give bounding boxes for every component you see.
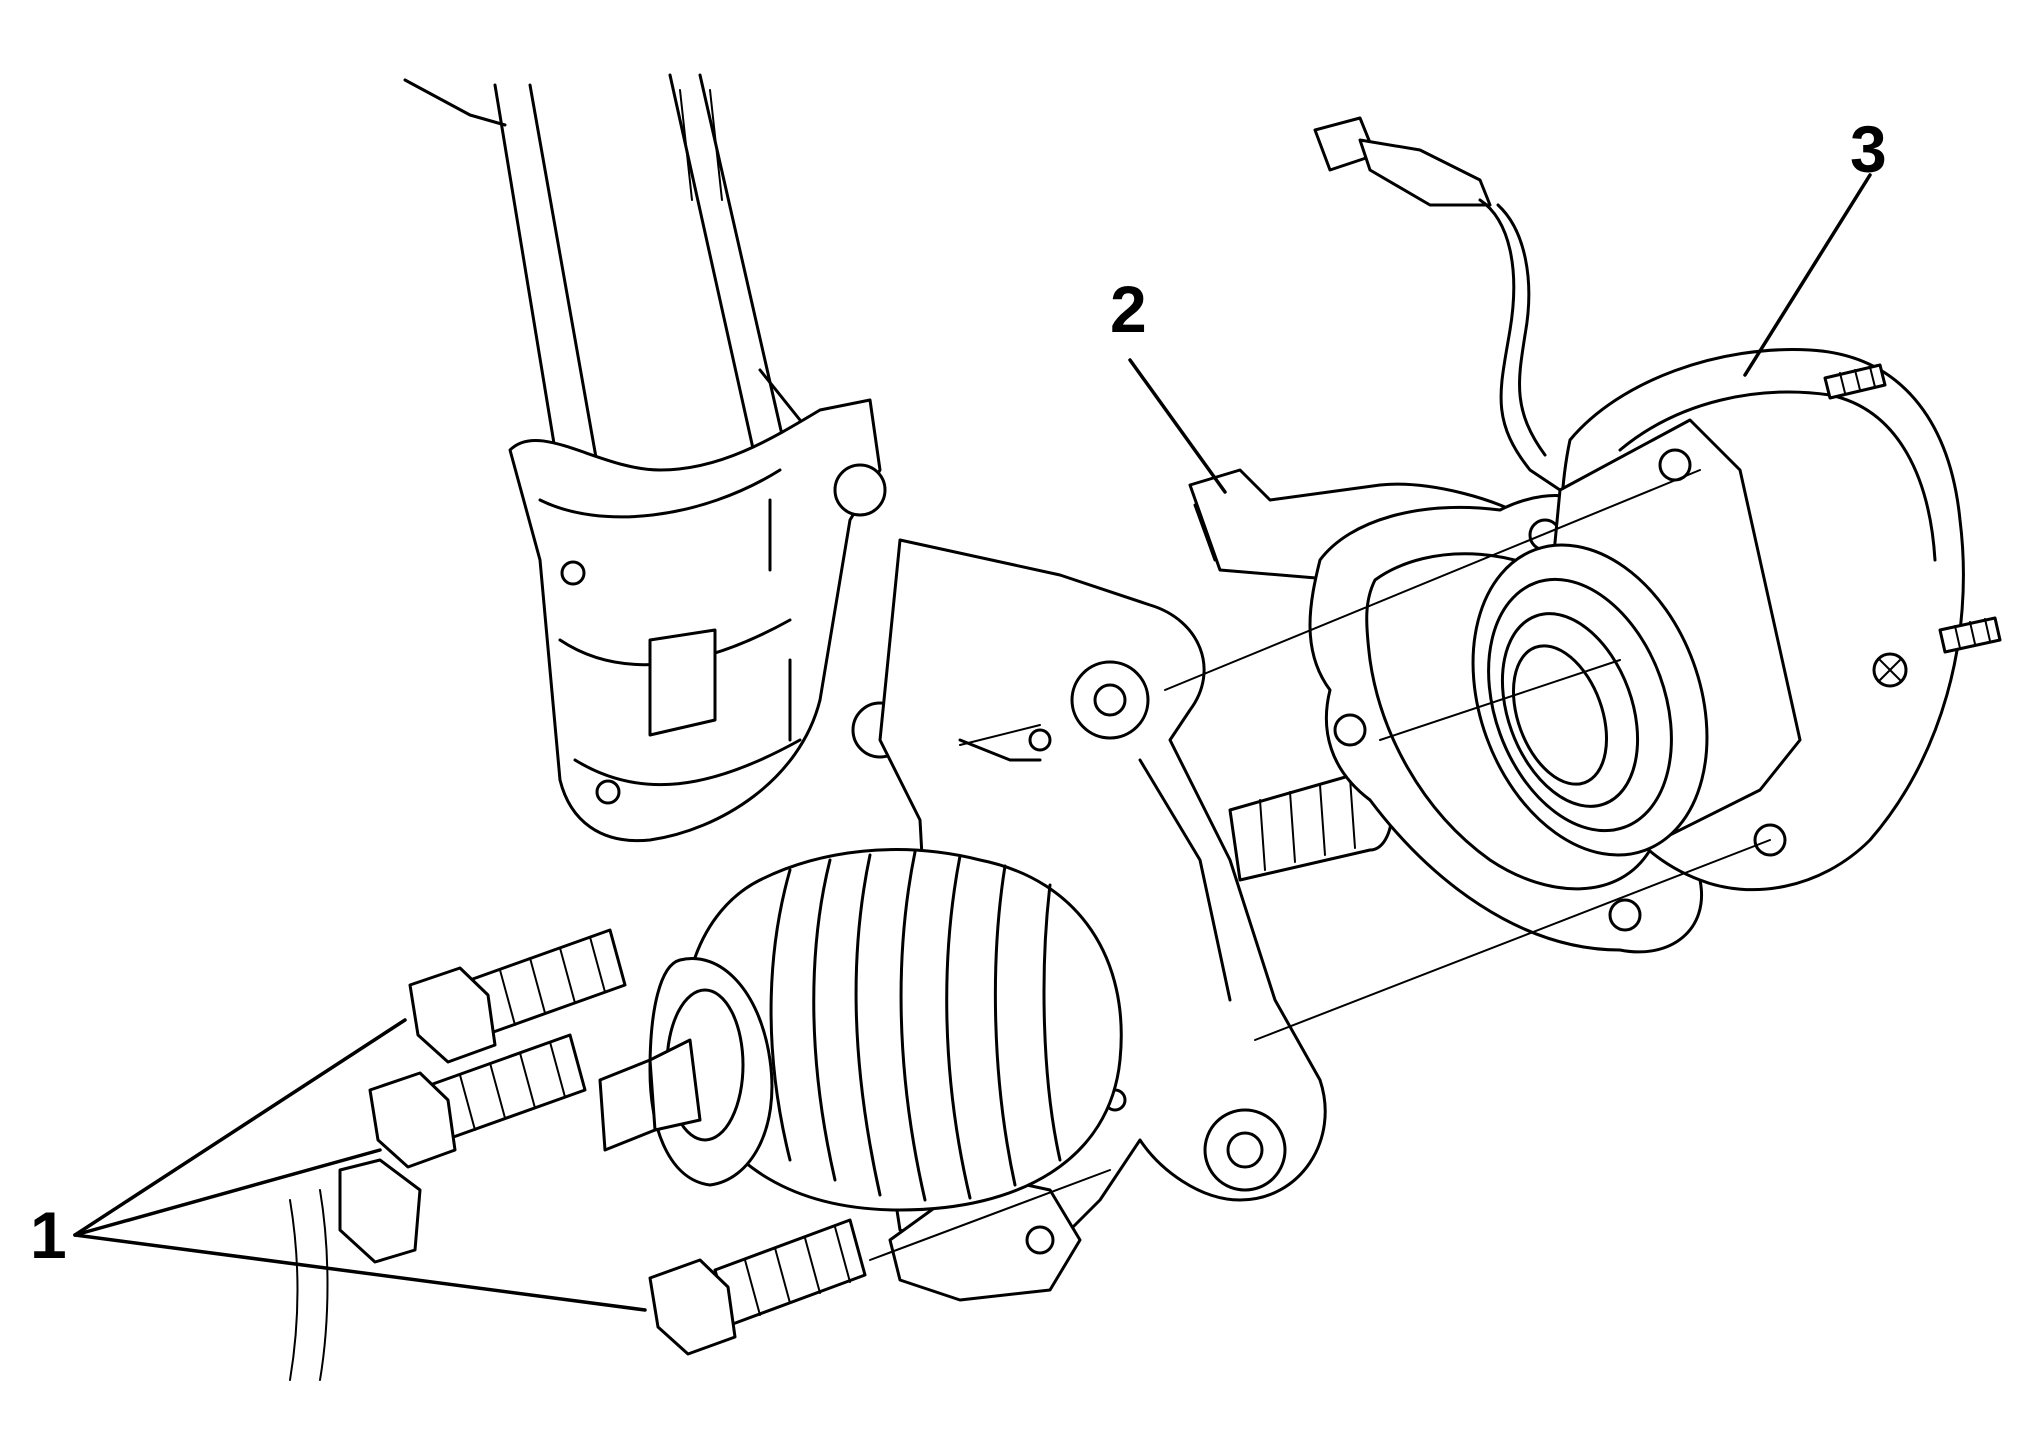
wheel-speed-sensor-harness xyxy=(1313,116,1562,492)
callout-1: 1 xyxy=(30,1198,67,1272)
callout-2: 2 xyxy=(1110,272,1147,346)
mounting-bolt-2 xyxy=(368,1033,587,1169)
callout-3: 3 xyxy=(1850,112,1887,186)
strut-assembly xyxy=(403,73,909,843)
callout-leaders xyxy=(73,173,1872,1312)
alignment-lines xyxy=(869,469,1771,1261)
mounting-bolt-3 xyxy=(289,1158,422,1381)
mounting-bolt-4 xyxy=(648,1218,867,1356)
wheel-hub-bearing xyxy=(1471,348,2002,892)
mounting-bolt-1 xyxy=(408,928,627,1064)
cv-axle-boot xyxy=(598,768,1394,1212)
